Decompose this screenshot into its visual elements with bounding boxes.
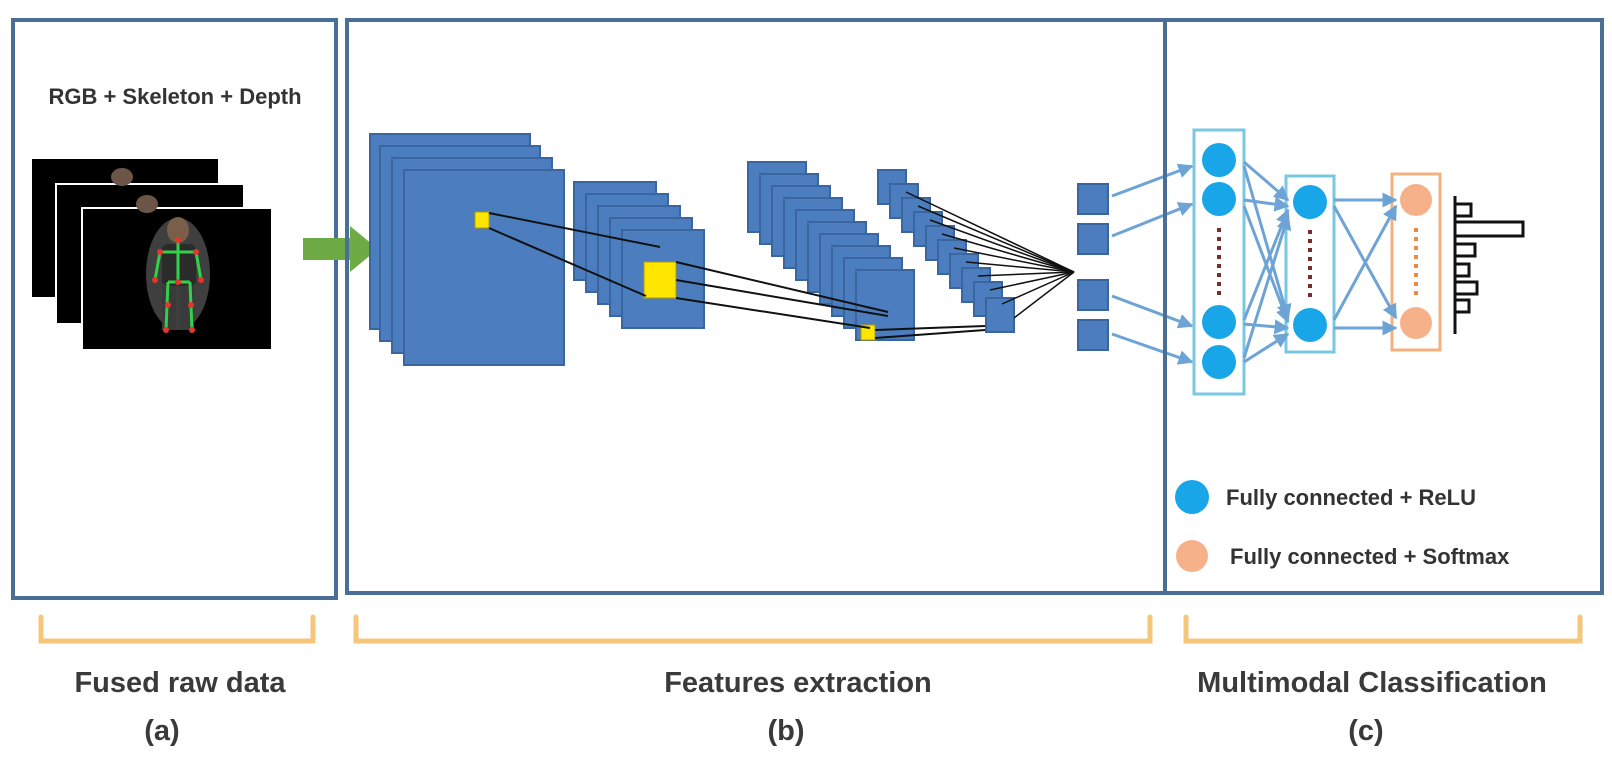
bracket-b xyxy=(353,614,1153,644)
section-title-c: Multimodal Classification xyxy=(1197,667,1547,699)
section-letter-b: (b) xyxy=(767,715,804,747)
fc-connections xyxy=(1242,160,1398,364)
section-title-b: Features extraction xyxy=(664,667,932,699)
feature-unit xyxy=(1077,183,1109,215)
conv-layer-1 xyxy=(369,133,565,366)
bracket-a xyxy=(38,614,316,644)
relu-legend-label: Fully connected + ReLU xyxy=(1226,485,1476,510)
fc-input-arrows xyxy=(1111,163,1194,365)
input-modalities-label: RGB + Skeleton + Depth xyxy=(48,84,301,109)
relu-neuron xyxy=(1202,345,1236,379)
feature-map xyxy=(985,297,1015,333)
panel-c-border xyxy=(1163,18,1604,595)
conv-layer-3 xyxy=(747,161,915,341)
relu-neuron xyxy=(1202,305,1236,339)
conv-layer-2 xyxy=(573,181,705,329)
relu-neuron xyxy=(1293,185,1327,219)
softmax-legend-label: Fully connected + Softmax xyxy=(1230,544,1510,569)
softmax-neurons xyxy=(1400,184,1432,339)
feature-unit xyxy=(1077,223,1109,255)
projection-lines xyxy=(488,212,986,339)
feature-unit xyxy=(1077,279,1109,311)
output-histogram-icon xyxy=(1453,196,1525,334)
input-frame-stack xyxy=(30,157,273,351)
relu-neuron xyxy=(1202,143,1236,177)
softmax-neuron xyxy=(1400,307,1432,339)
receptive-field xyxy=(643,261,677,299)
skeleton-overlay xyxy=(153,240,203,331)
receptive-field xyxy=(860,324,876,341)
relu-neuron xyxy=(1202,182,1236,216)
bracket-c xyxy=(1183,614,1583,644)
fan-in-lines xyxy=(905,191,1075,319)
flattened-features xyxy=(1077,183,1109,351)
relu-legend-icon xyxy=(1175,480,1209,514)
legend: Fully connected + ReLU Fully connected +… xyxy=(1175,480,1510,572)
fc-layer-2-box xyxy=(1284,174,1336,354)
fc-layer-1-neurons xyxy=(1202,143,1236,379)
conv-layer-4 xyxy=(877,169,1015,333)
fc-layer-1-box xyxy=(1192,128,1246,396)
softmax-neuron xyxy=(1400,184,1432,216)
section-title-a: Fused raw data xyxy=(74,667,286,699)
receptive-field xyxy=(474,211,490,229)
feature-unit xyxy=(1077,319,1109,351)
feature-map xyxy=(403,169,565,366)
section-brackets xyxy=(38,614,1583,644)
person-silhouette xyxy=(111,168,133,186)
relu-neuron xyxy=(1293,308,1327,342)
input-arrow-icon xyxy=(303,226,378,272)
softmax-layer-box xyxy=(1390,172,1442,352)
section-letter-c: (c) xyxy=(1348,715,1383,747)
section-letter-a: (a) xyxy=(144,715,179,747)
softmax-legend-icon xyxy=(1176,540,1208,572)
skeleton-joints xyxy=(152,237,204,333)
person-silhouette xyxy=(136,195,158,213)
fc-layer-2-neurons xyxy=(1293,185,1327,342)
panel-a-border xyxy=(11,18,338,600)
